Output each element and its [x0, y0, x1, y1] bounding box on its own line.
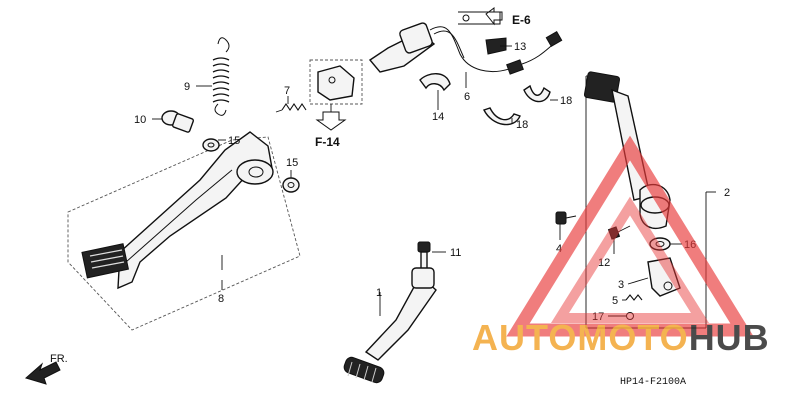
- bolt-12: [607, 225, 631, 240]
- watermark: AUTOMOTOHUB: [472, 135, 770, 358]
- callout-17: 17: [592, 311, 604, 323]
- callout-4: 4: [556, 243, 562, 255]
- bolt-4: [555, 211, 577, 225]
- callout-18a: 18: [560, 95, 572, 107]
- callout-12: 12: [598, 257, 610, 269]
- callout-9: 9: [184, 81, 190, 93]
- clip-13: [458, 11, 507, 55]
- clamp-18a: [483, 107, 521, 126]
- o-ring-17: [626, 312, 634, 320]
- clamp-14: [419, 73, 451, 92]
- shift-pedal-1: [343, 267, 437, 384]
- leader-lines: [152, 45, 682, 317]
- brake-pedal-group: [67, 131, 301, 331]
- callout-18b: 18: [516, 119, 528, 131]
- callout-1: 1: [376, 287, 382, 299]
- front-direction-indicator: FR.: [24, 353, 68, 385]
- small-spring-7: [275, 103, 307, 113]
- washer-16: [649, 237, 671, 251]
- reference-f14: F-14: [315, 135, 340, 149]
- callout-2: 2: [724, 187, 730, 199]
- reference-e6-label: E-6: [512, 13, 531, 27]
- callout-6: 6: [464, 91, 470, 103]
- callout-8: 8: [218, 293, 224, 305]
- diagram-code: HP14-F2100A: [620, 377, 686, 388]
- watermark-triangle-icon: [506, 135, 754, 337]
- front-label: FR.: [50, 353, 68, 365]
- reference-f14-label: F-14: [315, 135, 340, 149]
- shaft-3: [647, 257, 681, 297]
- callout-13: 13: [514, 41, 526, 53]
- pivot-bolt-10: [161, 110, 194, 133]
- callout-10: 10: [134, 114, 146, 126]
- callout-5: 5: [612, 295, 618, 307]
- callout-3: 3: [618, 279, 624, 291]
- reference-e6: E-6: [485, 7, 531, 27]
- callout-14: 14: [432, 111, 444, 123]
- watermark-text: AUTOMOTOHUB: [472, 317, 770, 358]
- bracket-f14: [309, 59, 363, 131]
- washer-15b: [282, 177, 300, 193]
- spring-5: [625, 294, 643, 301]
- clamp-18b: [523, 84, 551, 103]
- front-arrow-icon: [24, 361, 61, 385]
- stop-switch-6: [368, 22, 563, 75]
- return-spring-9: [212, 37, 230, 116]
- callout-15b: 15: [286, 157, 298, 169]
- callout-7: 7: [284, 85, 290, 97]
- washer-15a: [202, 138, 220, 152]
- callout-11: 11: [450, 247, 461, 259]
- callout-15a: 15: [228, 135, 240, 147]
